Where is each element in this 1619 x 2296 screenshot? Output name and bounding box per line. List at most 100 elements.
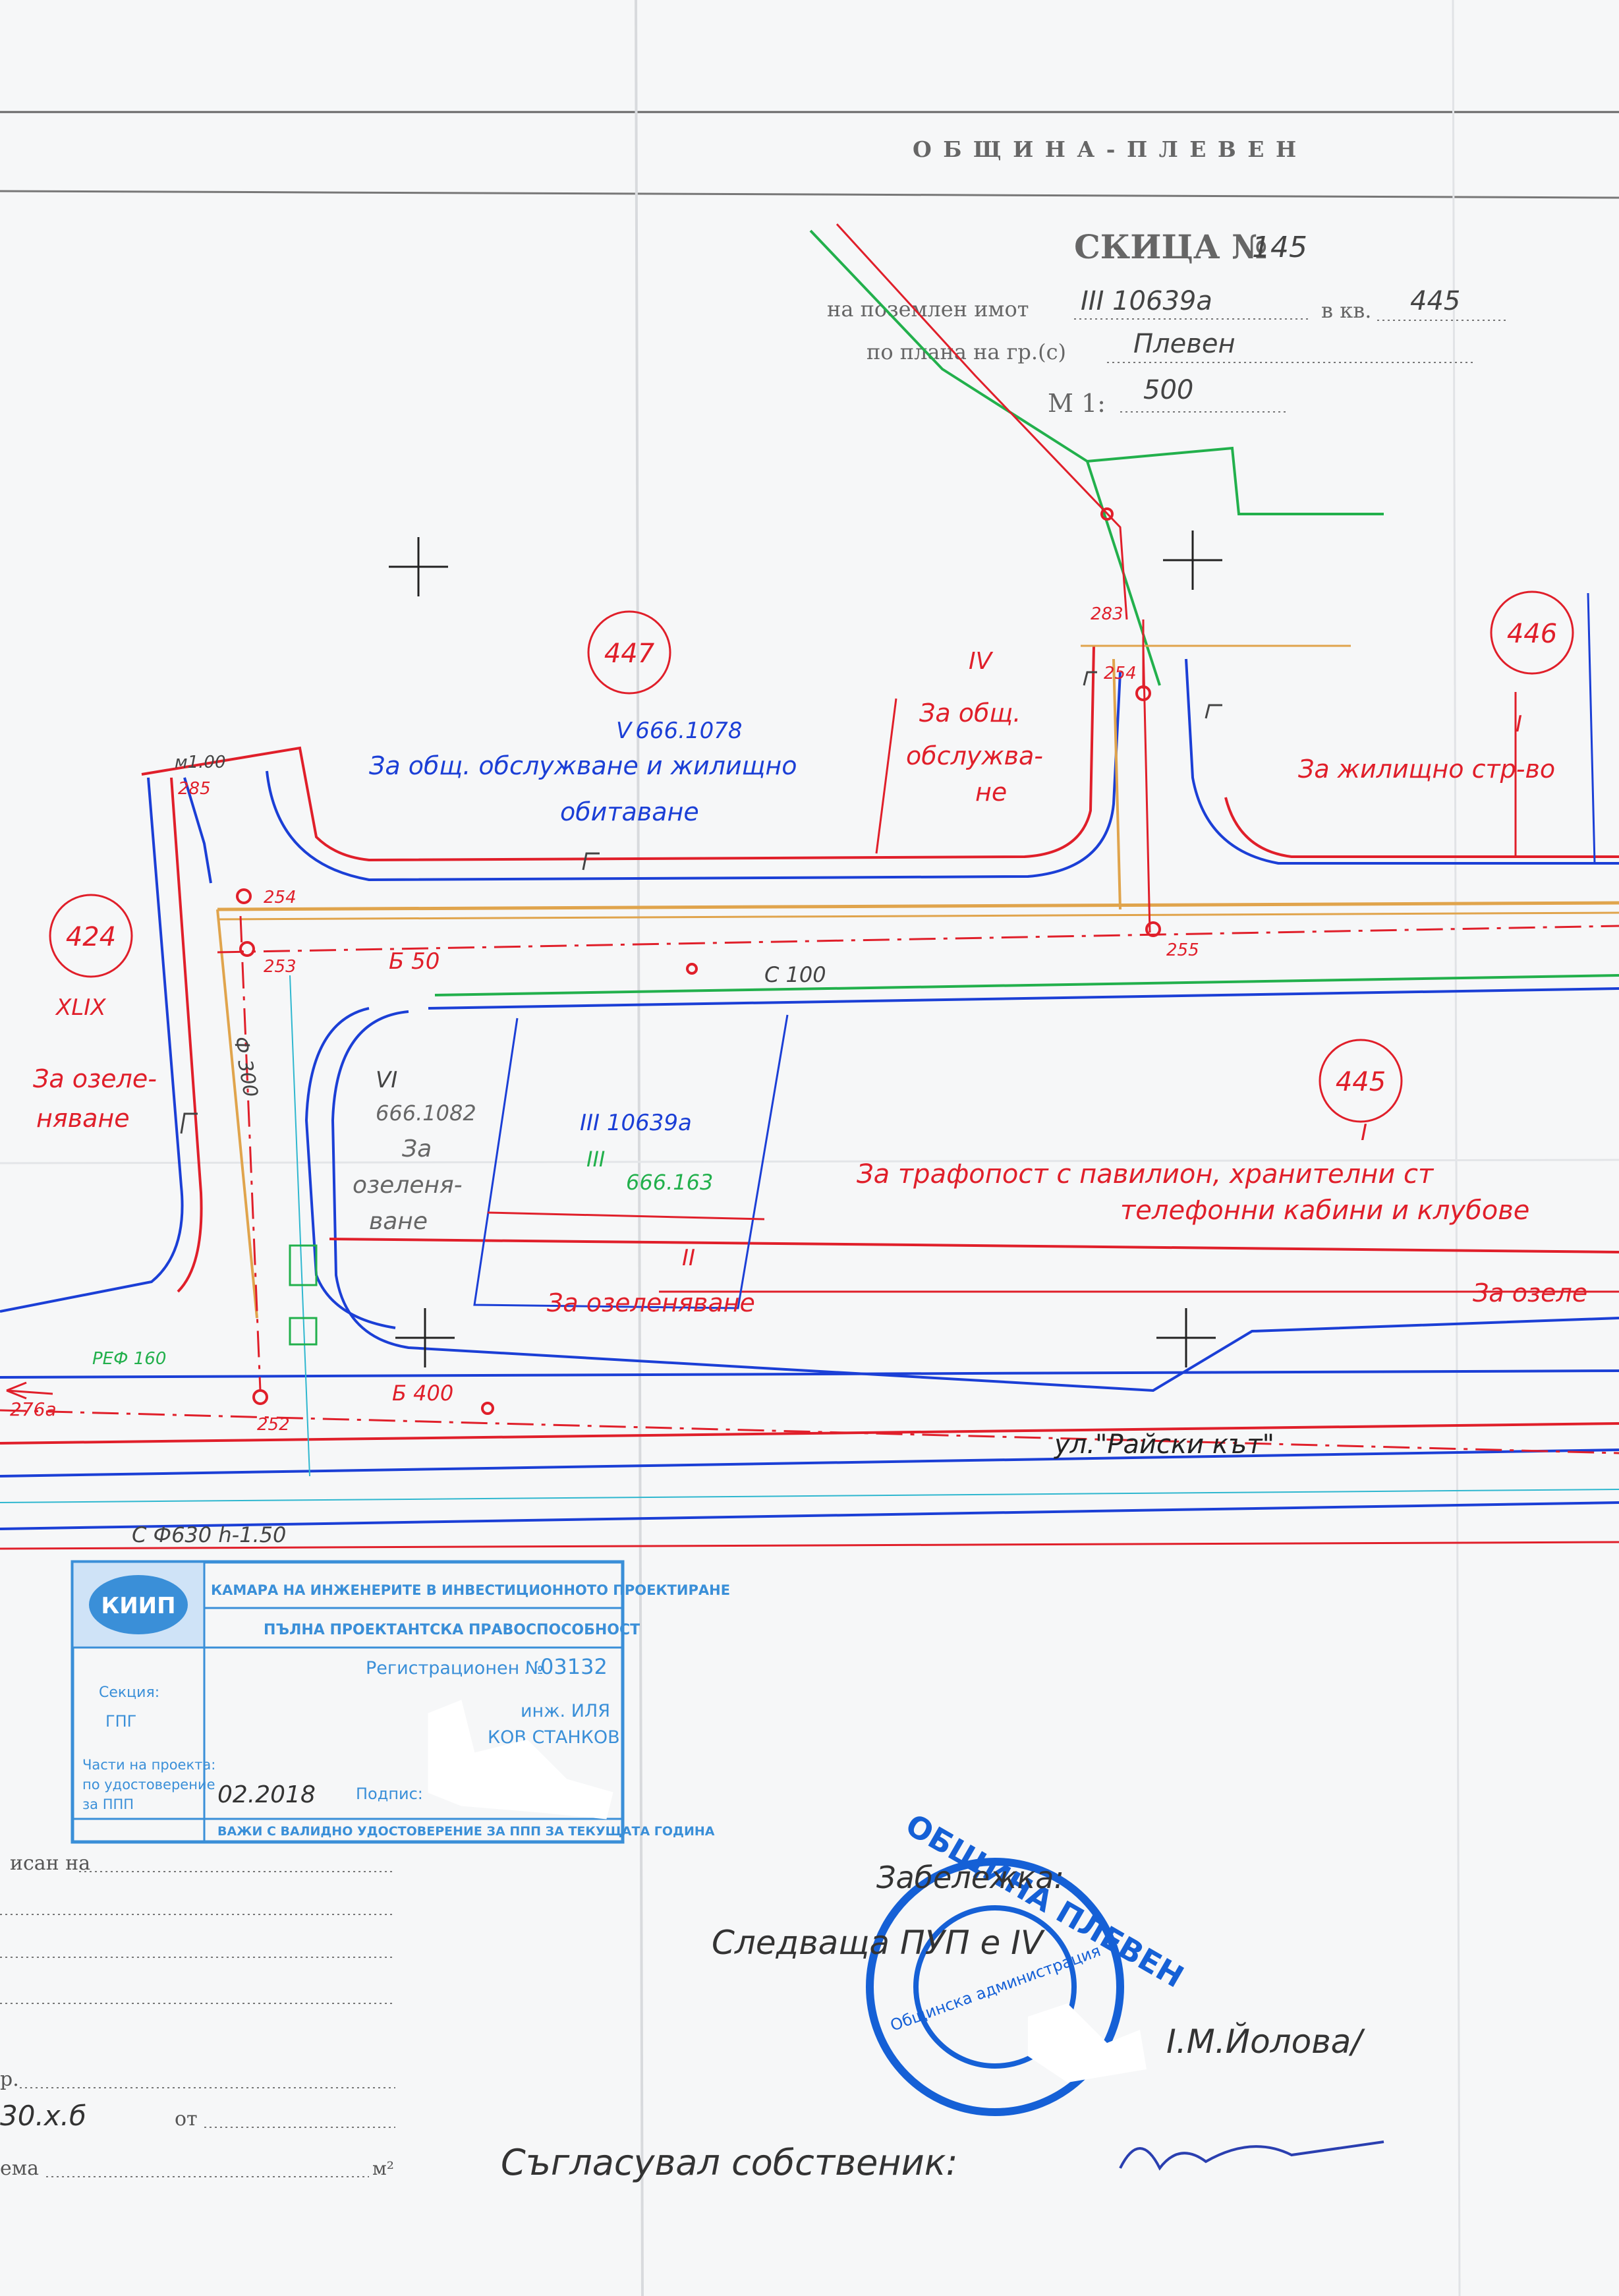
sketch-number: 145 (1252, 231, 1307, 264)
street-curb-south-2 (0, 1449, 1619, 1478)
block-424-purpose-2: няване (36, 1104, 130, 1133)
form-line-3-value: 30.х.б (0, 2100, 86, 2132)
annotation-ref: РЕФ 160 (92, 1349, 166, 1369)
lot-iii-code: 666.163 (626, 1170, 713, 1195)
block-447-purpose: За общ. обслужване и жилищно (369, 751, 797, 780)
cross-marker-icon (389, 537, 448, 596)
annotation-sewer-top: Б 50 (389, 948, 440, 975)
block-447-purpose-2: обитаване (560, 797, 699, 826)
lot-iv-divider (875, 698, 897, 854)
survey-point-icon (686, 963, 698, 975)
red-line-top (836, 223, 1128, 620)
annotation-gas: С Ф630 h-1.50 (132, 1522, 286, 1547)
lot-east-purpose: За озеле (1473, 1278, 1587, 1307)
block-424-circle (49, 894, 133, 978)
block-447-number: 447 (604, 639, 655, 669)
lot-iv-purpose-3: не (975, 778, 1007, 807)
stamp-frame (71, 1560, 625, 1844)
form-line-4-label: ема (0, 2157, 39, 2180)
block-424-regulation-line (170, 777, 203, 1293)
street-red-line-2 (0, 1541, 1619, 1550)
point-285: 285 (178, 779, 211, 799)
form-line-1-label: исан на (10, 1852, 90, 1875)
pole-icon (180, 1112, 198, 1134)
block-445-curb (331, 1010, 1619, 1392)
point-255: 255 (1166, 940, 1199, 960)
block-446-number: 446 (1507, 619, 1557, 649)
owner-agreement: Съгласувал собственик: (501, 2142, 958, 2183)
survey-point-icon (481, 1402, 494, 1415)
block-445-circle (1319, 1039, 1403, 1123)
block-447-regulation-line (141, 645, 1095, 862)
lot-iv-purpose: За общ. (919, 699, 1021, 728)
lot-vi-code: 666.1082 (376, 1101, 476, 1126)
lot-vi-purpose-3: ване (369, 1208, 428, 1235)
engineer-stamp: КИИП КАМАРА НА ИНЖЕНЕРИТЕ В ИНВЕСТИЦИОНН… (71, 1560, 730, 1844)
plan-town: Плевен (1133, 329, 1236, 359)
annotation-sewer-bottom: Б 400 (392, 1381, 453, 1406)
form-unit: м² (372, 2158, 394, 2179)
block-445-south-red (329, 1238, 1619, 1253)
fold-line-right (1452, 0, 1461, 2296)
road-network (0, 223, 1619, 1550)
parcel-id: III 10639а (1081, 286, 1212, 316)
pole-icon (1083, 671, 1097, 686)
stamp-logo-text: КИИП (101, 1593, 175, 1619)
point-253: 253 (264, 957, 297, 977)
block-number: 445 (1410, 286, 1460, 316)
stamp-chamber-line1: КАМАРА НА ИНЖЕНЕРИТЕ В ИНВЕСТИЦИОННОТО П… (211, 1582, 730, 1598)
block-445-roman: I (1361, 1120, 1367, 1146)
blue-curb-447-left (183, 777, 212, 884)
stamp-reg-number: 03132 (540, 1654, 608, 1679)
grid-crosses (389, 531, 1222, 1367)
stamp-validity: ВАЖИ С ВАЛИДНО УДОСТОВЕРЕНИЕ ЗА ППП ЗА Т… (217, 1824, 715, 1839)
form-line-3-mid: от (175, 2108, 198, 2131)
sewer-band (217, 901, 1619, 911)
sewer-vertical (216, 909, 258, 1319)
parcel-label: на поземлен имот (827, 297, 1029, 322)
cross-marker-icon (395, 1308, 455, 1367)
official-signature-redaction (1028, 2003, 1147, 2082)
form-line-2-label: р. (0, 2068, 19, 2091)
survey-point-icon (236, 888, 252, 904)
pole-icon (582, 852, 600, 871)
street-red-line (0, 1422, 1619, 1445)
lot-vi-roman: VI (376, 1067, 397, 1093)
plan-label: по плана на гр.(с) (866, 339, 1066, 364)
stamp-sign-label: Подпис: (356, 1785, 423, 1803)
lot-iii-parcel: III 10639а (580, 1110, 692, 1136)
annotation-rail: м1.00 (175, 753, 226, 772)
parcel-iii-outline (473, 1014, 789, 1309)
lot-vi-purpose: За (402, 1135, 432, 1162)
official-name: I.M.Йолова/ (1166, 2022, 1365, 2061)
block-446-roman: I (1516, 711, 1522, 737)
block-424-roman: XLIX (55, 994, 106, 1021)
lot-iv-purpose-2: обслужва- (906, 741, 1043, 770)
fold-line-vertical (635, 0, 644, 2296)
block-circles (49, 590, 1574, 1123)
block-447-circle (587, 610, 671, 695)
point-252: 252 (257, 1415, 290, 1435)
street-axis-east (1142, 645, 1151, 933)
stamp-parts-2: по удостоверение (82, 1777, 215, 1793)
poles (180, 671, 1222, 1346)
left-form: исан на р. 30.х.б от ема м² (0, 1852, 395, 2180)
cross-marker-icon (1163, 531, 1222, 590)
cyan-line-2 (0, 1489, 1619, 1503)
block-424-number: 424 (66, 922, 116, 952)
block-445-purpose: За трафопост с павилион, хранителни ст (857, 1159, 1434, 1190)
stamp-logo-icon (89, 1575, 188, 1634)
lot-iii-roman: III (586, 1147, 605, 1172)
stamp-parts-3: за ППП (82, 1796, 134, 1812)
arrow-276 (6, 1389, 53, 1395)
lot-vi-purpose-2: озеленя- (353, 1172, 463, 1199)
survey-point-icon (1145, 921, 1161, 937)
fold-line-horizontal (0, 1159, 1619, 1164)
annotation-water: С 100 (764, 962, 826, 987)
note-text: Следваща ПУП е IV (712, 1924, 1046, 1962)
stamp-chamber-line2: ПЪЛНА ПРОЕКТАНТСКА ПРАВОСПОСОБНОСТ (264, 1622, 640, 1638)
survey-point-icon (1100, 507, 1114, 521)
block-445-curb-inner (304, 1007, 396, 1329)
